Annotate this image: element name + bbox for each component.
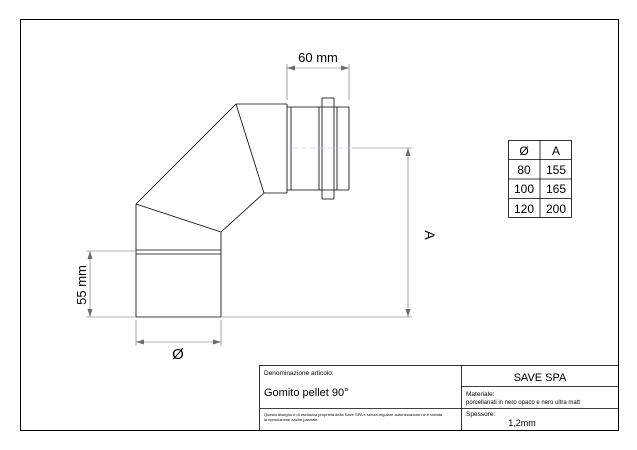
material-value: porcellanati in nero opaco e nero ultra … (466, 400, 580, 406)
seam-2 (235, 103, 265, 194)
article-name-value: Gomito pellet 90° (264, 387, 349, 399)
segment2-outer (135, 103, 237, 205)
dim-d-arrow-left (136, 339, 144, 345)
size-table-cell: 80 (517, 163, 531, 177)
thickness-value: 1,2mm (508, 418, 536, 428)
dim-60-arrow-right (341, 65, 349, 71)
disclaimer-text: la riproduzione anche parziale. (264, 417, 318, 422)
material-label: Materiale: (466, 391, 495, 398)
size-table: Ø A 80 155 100 165 120 200 (508, 140, 572, 218)
dim-a-arrow-bottom (405, 309, 411, 317)
disclaimer-text: Questo disegno è di esclusiva proprietà … (264, 412, 443, 417)
dim-60-label: 60 mm (298, 50, 338, 65)
company-name: SAVE SPA (514, 372, 567, 384)
size-table-cell: 120 (514, 202, 534, 216)
dim-a-arrow-top (405, 148, 411, 156)
elbow-drawing (135, 97, 350, 318)
size-table-cell: 200 (546, 202, 566, 216)
seam-1 (135, 203, 222, 233)
size-table-cell: 165 (546, 182, 566, 196)
dim-55-label: 55 mm (74, 265, 89, 305)
dim-d-label: Ø (172, 346, 184, 363)
title-block (259, 365, 619, 431)
article-name-label: Denominazione articolo: (264, 370, 334, 377)
dim-a-label: A (422, 230, 438, 240)
size-table-header: Ø (519, 144, 528, 158)
size-table-header: A (552, 144, 560, 158)
thickness-label: Spessore: (466, 411, 495, 418)
dim-60-arrow-left (287, 65, 295, 71)
size-table-cell: 155 (546, 163, 566, 177)
dim-55-arrow-bottom (87, 309, 93, 317)
dim-55-arrow-top (87, 251, 93, 259)
title-block-border (259, 365, 619, 431)
size-table-cell: 100 (514, 182, 534, 196)
dim-d-arrow-right (213, 339, 221, 345)
segment2-inner (220, 192, 265, 233)
dimension-lines (86, 64, 412, 346)
sheet-frame (20, 19, 619, 431)
